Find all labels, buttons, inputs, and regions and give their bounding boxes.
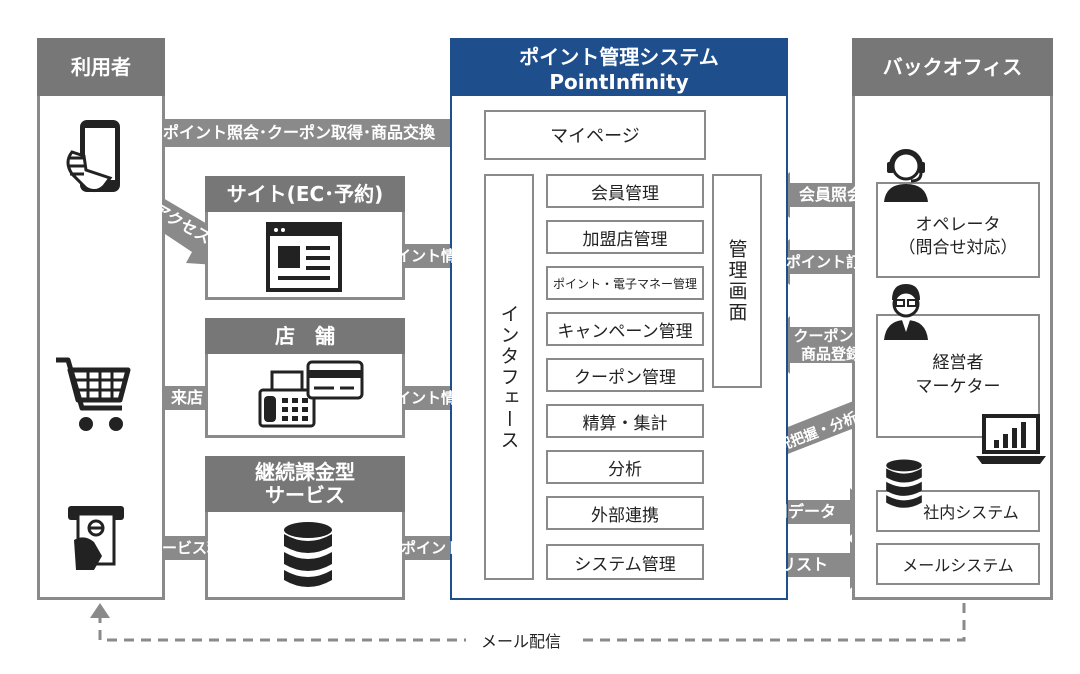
arrow-point-inquiry [146, 108, 484, 158]
smartphone-icon [66, 120, 120, 193]
label-mail-delivery: メール配信 [466, 628, 576, 652]
module-merchant-management: 加盟店管理 [546, 220, 704, 254]
arrow-coupon-registration [762, 316, 872, 374]
system-title: ポイント管理システム [519, 44, 719, 69]
fax-machine-icon [258, 370, 316, 428]
database-icon [284, 522, 332, 587]
shopping-cart-icon [56, 357, 131, 431]
system-subtitle: PointInfinity [549, 69, 689, 94]
module-settlement-aggregation: 精算・集計 [546, 404, 704, 438]
module-coupon-management: クーポン管理 [546, 358, 704, 392]
mypage-box: マイページ [484, 110, 706, 160]
subscription-title: 継続課金型 サービス [205, 456, 405, 512]
system-panel-header: ポイント管理システム PointInfinity [450, 38, 788, 96]
mail-system-box: メールシステム [876, 543, 1040, 585]
operator-headset-icon [884, 149, 928, 202]
user-panel-title: 利用者 [37, 38, 165, 96]
arrow-fee-point [372, 523, 486, 573]
internal-system-box: 社内システム [876, 490, 1040, 532]
admin-screen-box: 管理画面 [712, 174, 762, 388]
credit-card-icon [306, 360, 364, 400]
web-page-icon [266, 222, 342, 292]
database-icon [886, 459, 922, 508]
site-title: サイト(EC･予約) [205, 176, 405, 212]
module-campaign-management: キャンペーン管理 [546, 312, 704, 346]
module-external-integration: 外部連携 [546, 496, 704, 530]
laptop-chart-icon [976, 414, 1046, 464]
arrow-point-correction [762, 239, 872, 285]
module-analysis: 分析 [546, 450, 704, 484]
card-payment-icon [68, 506, 124, 570]
module-member-management: 会員管理 [546, 174, 704, 208]
store-title: 店 舗 [205, 318, 405, 354]
manager-person-icon [884, 284, 928, 340]
module-system-management: システム管理 [546, 544, 704, 580]
arrow-member-inquiry [762, 172, 872, 218]
interface-box: インタフェース [484, 174, 534, 580]
backoffice-panel-title: バックオフィス [852, 38, 1053, 96]
module-point-emoney-management: ポイント・電子マネー管理 [546, 266, 704, 300]
